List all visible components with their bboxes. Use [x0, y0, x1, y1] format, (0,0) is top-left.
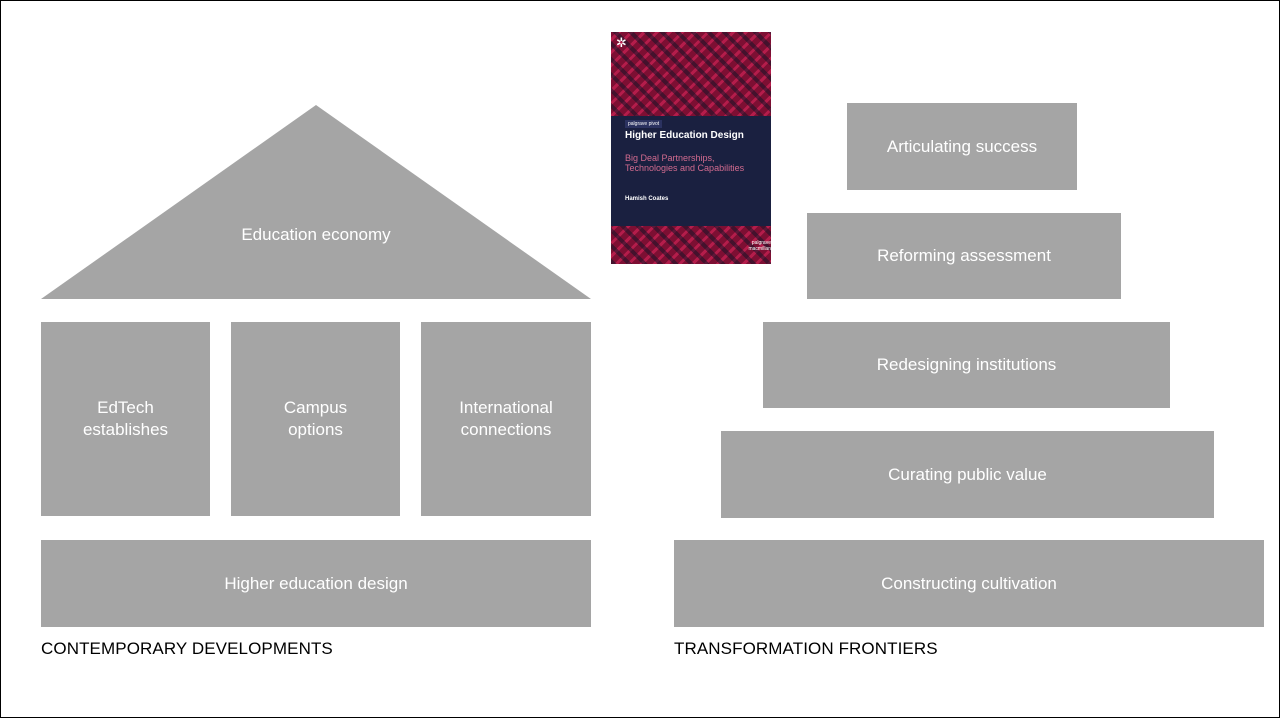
step-reforming-assessment: Reforming assessment [807, 213, 1121, 299]
book-title-band: palgrave pivot Higher Education Design B… [611, 116, 771, 226]
pillar-international: International connections [421, 322, 591, 516]
house-foundation: Higher education design [41, 540, 591, 627]
left-caption: CONTEMPORARY DEVELOPMENTS [41, 639, 333, 658]
book-cover: ✲ palgrave pivot Higher Education Design… [611, 32, 771, 264]
right-caption: TRANSFORMATION FRONTIERS [674, 639, 938, 658]
roof-triangle [41, 105, 591, 299]
step-redesigning-institutions: Redesigning institutions [763, 322, 1170, 408]
step-constructing-cultivation: Constructing cultivation [674, 540, 1264, 627]
step-curating-public-value: Curating public value [721, 431, 1214, 518]
book-publisher: palgrave macmillan [748, 240, 771, 252]
book-subtitle: Big Deal Partnerships, Technologies and … [625, 153, 745, 173]
step-articulating-success: Articulating success [847, 103, 1077, 190]
pillar-edtech: EdTech establishes [41, 322, 210, 516]
book-title: Higher Education Design [625, 130, 744, 141]
house-roof: Education economy [41, 105, 591, 299]
publisher-logo-icon: ✲ [616, 35, 627, 50]
roof-label: Education economy [241, 225, 391, 244]
pillar-campus: Campus options [231, 322, 400, 516]
book-imprint: palgrave pivot [625, 120, 663, 128]
book-author: Hamish Coates [625, 196, 669, 202]
